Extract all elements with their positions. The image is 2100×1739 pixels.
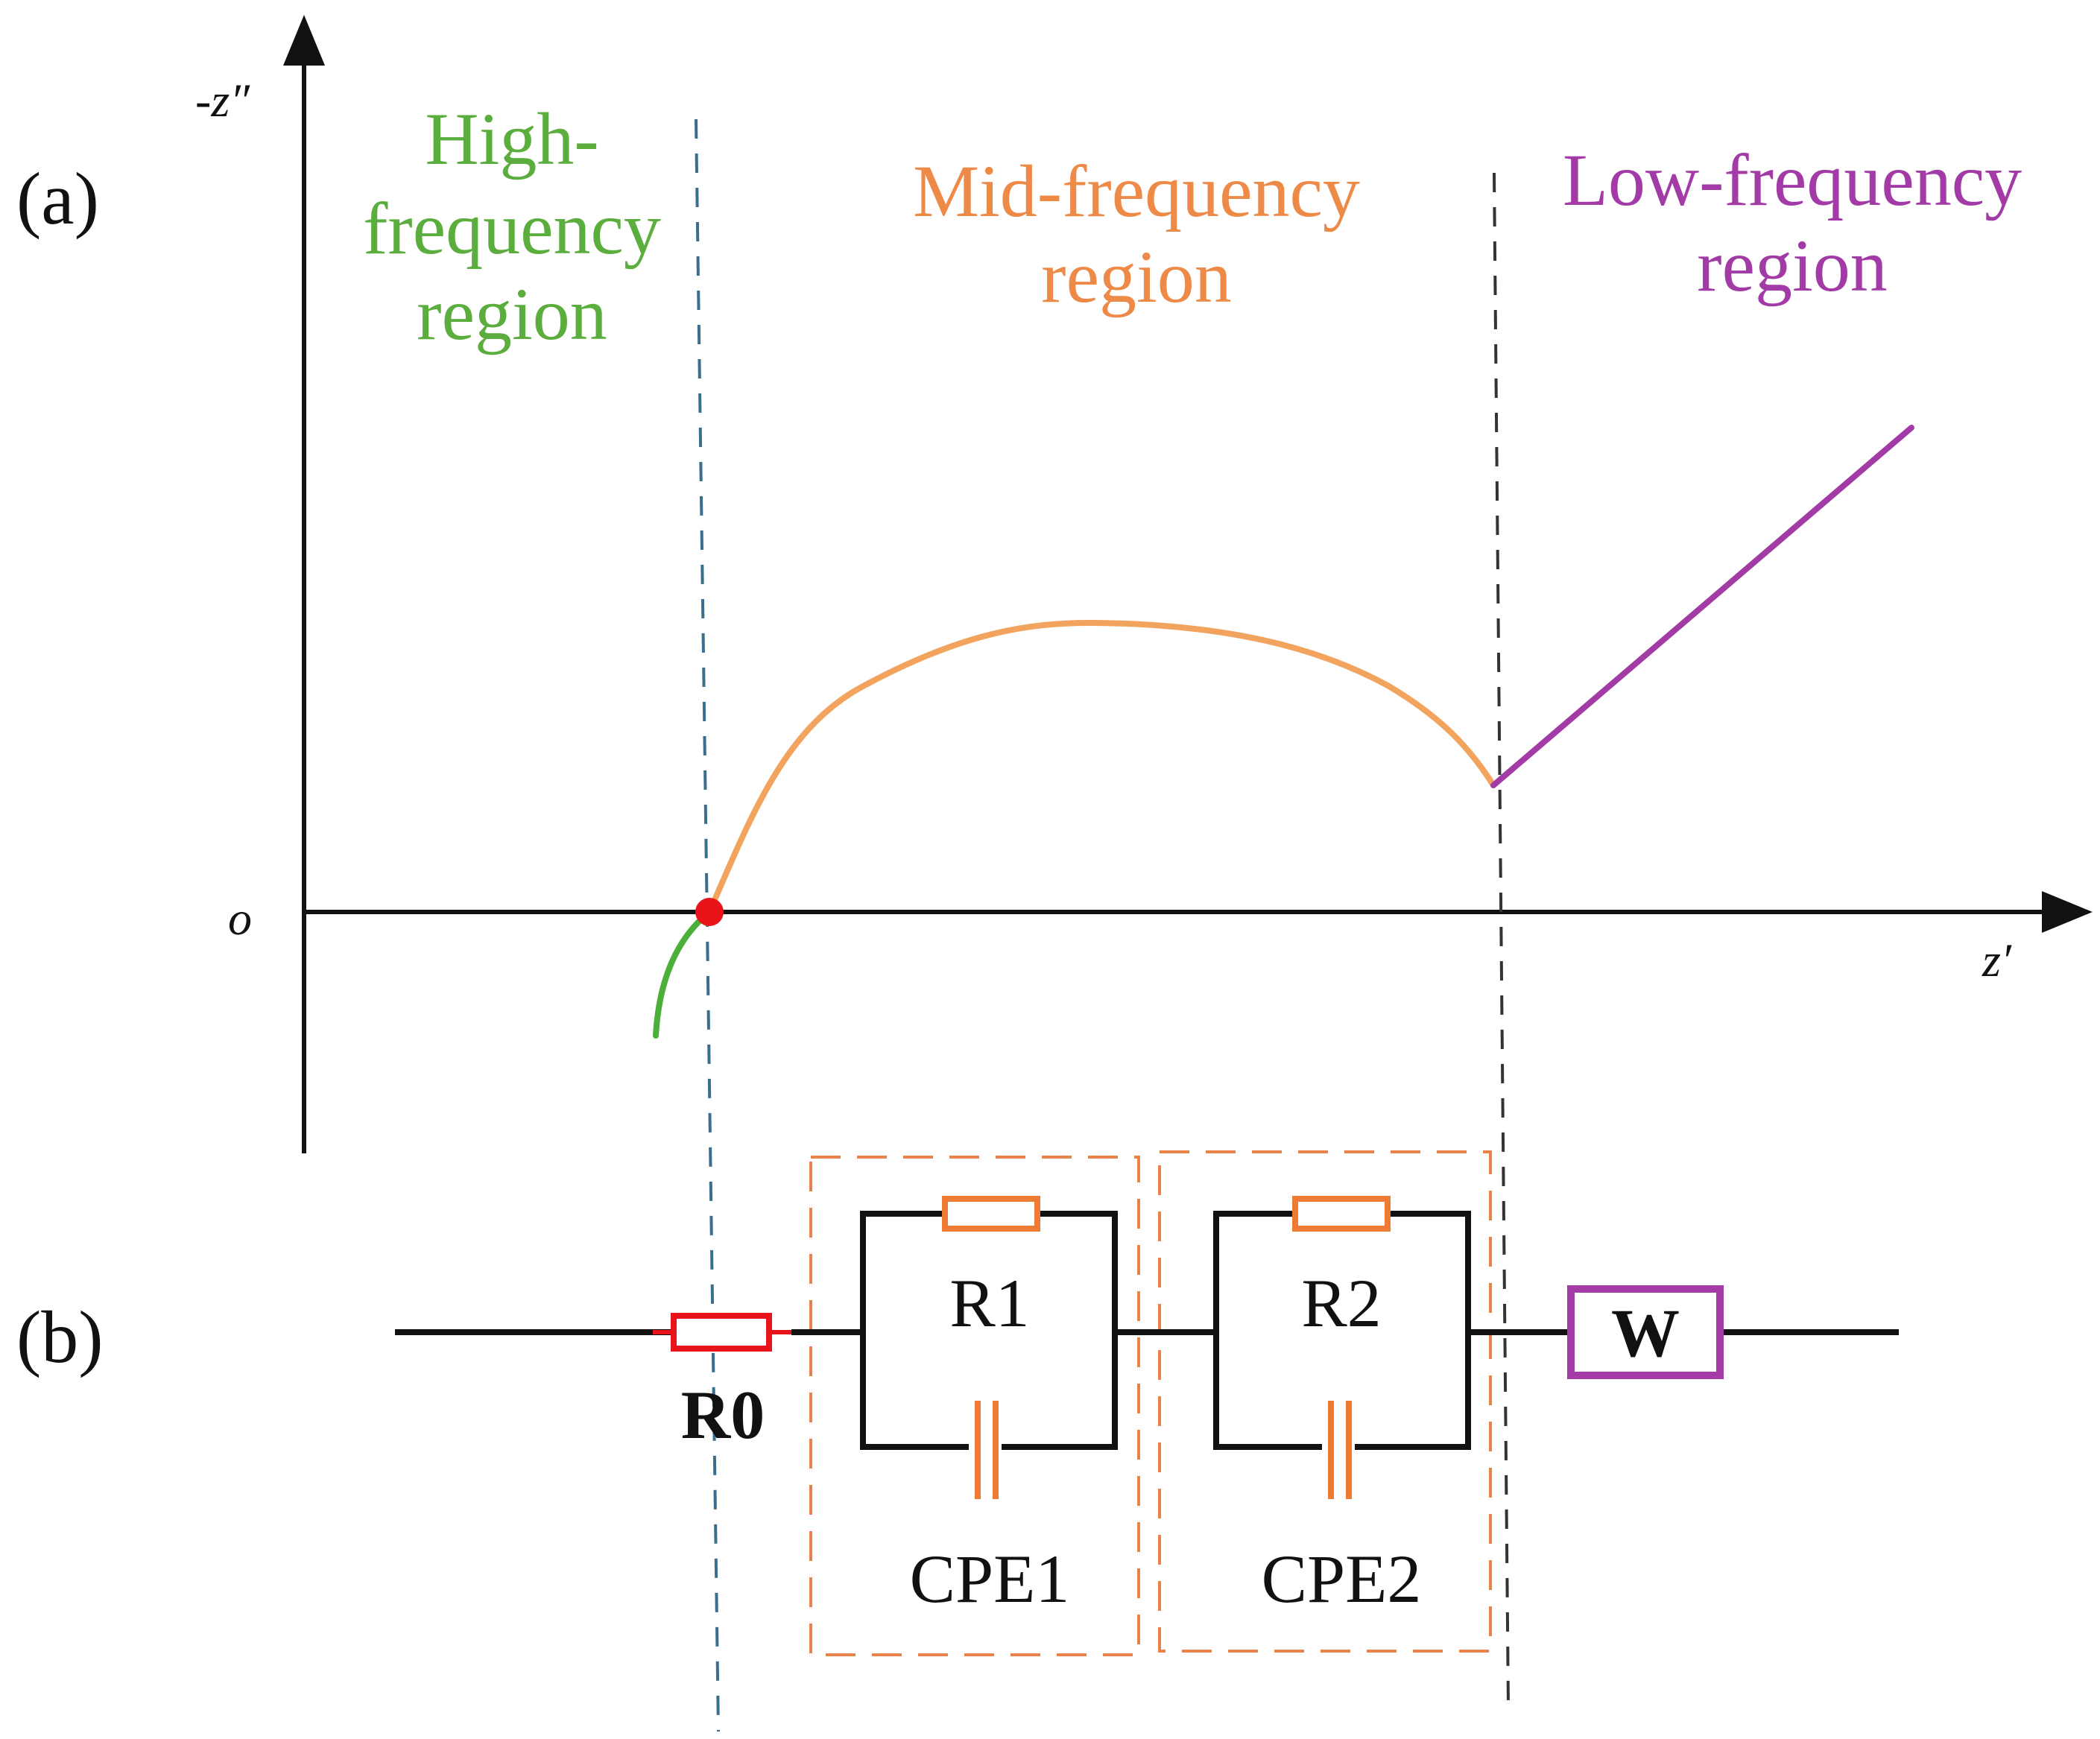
- high-frequency-curve: [653, 909, 712, 1039]
- cpe1-dashed-box: [809, 1156, 1140, 1656]
- x-axis-arrow: [2042, 891, 2093, 933]
- mid-frequency-label-line1: Mid-frequency: [913, 150, 1360, 232]
- high-frequency-label-line1: High-: [425, 98, 598, 180]
- panel-label-b: (b): [16, 1296, 104, 1378]
- warburg-label: W: [1611, 1295, 1680, 1371]
- r2-label: R2: [1301, 1265, 1381, 1341]
- cpe2-dashed-box: [1158, 1150, 1492, 1653]
- warburg-element: [1567, 1285, 1724, 1379]
- panel-label-a: (a): [16, 157, 99, 240]
- mid-frequency-arc: [706, 619, 1496, 915]
- cpe1-label: CPE1: [910, 1541, 1070, 1617]
- cpe2-label: CPE2: [1262, 1541, 1422, 1617]
- mid-frequency-label-line2: region: [1041, 235, 1231, 318]
- low-frequency-label-line2: region: [1697, 224, 1887, 307]
- r2-resistor: [1292, 1196, 1391, 1232]
- y-axis-arrow: [283, 15, 325, 66]
- mid-low-boundary-line: [1493, 172, 1510, 1707]
- x-axis-label: z′: [1982, 934, 2012, 986]
- high-frequency-label-line2: frequency: [363, 187, 661, 270]
- r0-resistor: [671, 1313, 772, 1352]
- high-frequency-label-line3: region: [417, 273, 607, 355]
- low-frequency-warburg-line: [1490, 425, 1914, 788]
- y-axis-label: -z″: [195, 74, 250, 127]
- low-frequency-label-line1: Low-frequency: [1563, 139, 2022, 221]
- r1-label: R1: [949, 1265, 1029, 1341]
- r0-label: R0: [681, 1377, 765, 1453]
- r0-intercept-point: [695, 898, 724, 926]
- r1-resistor: [942, 1196, 1040, 1232]
- origin-label: o: [228, 892, 252, 945]
